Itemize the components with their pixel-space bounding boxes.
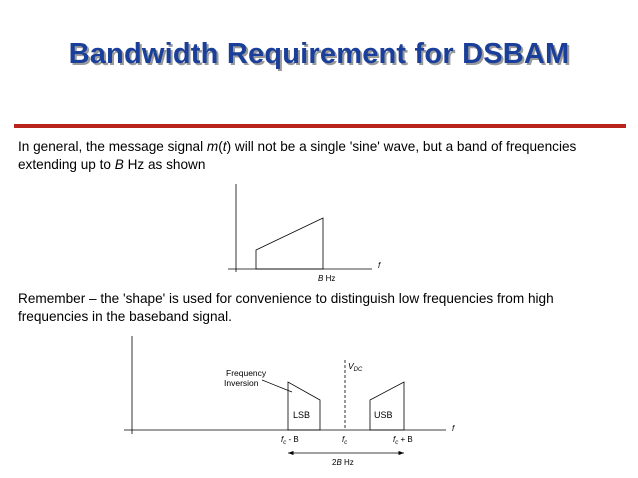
p1-m: m — [206, 139, 219, 154]
d2-usb-label: USB — [374, 410, 393, 420]
p1-t: t — [222, 139, 227, 154]
paragraph-message-signal: In general, the message signal m(t) will… — [18, 138, 624, 174]
title-divider — [14, 124, 626, 128]
d2-fc-label: fc — [342, 435, 347, 446]
d1-spectrum-shape — [255, 217, 324, 270]
d2-bandwidth-label: 2B Hz — [332, 458, 354, 467]
p1-paren-close: ) — [226, 139, 232, 154]
d2-lsb-label: LSB — [293, 410, 310, 420]
p1-line2: extending up to B Hz as shown — [18, 156, 624, 174]
d2-usb-shape — [369, 381, 405, 431]
d2-fc-minus-b-label: fc - B — [281, 435, 299, 446]
p1-line2-post: Hz as shown — [123, 157, 206, 172]
d1-bhz-label: B Hz — [318, 274, 335, 283]
baseband-spectrum-diagram: f B Hz — [228, 184, 381, 283]
d1-f-label: f — [378, 261, 381, 270]
d2-f-label: f — [452, 424, 455, 433]
d2-lsb-shape — [287, 381, 321, 431]
d2-fc-plus-b-label: fc + B — [393, 435, 413, 446]
paragraph-remember: Remember – the 'shape' is used for conve… — [18, 291, 554, 324]
p1-text-mid: will not be a single 'sine' wave, but a … — [231, 139, 577, 154]
d2-vdc-label: VDC — [348, 361, 363, 373]
p1-line2-pre: extending up to — [18, 157, 115, 172]
p1-B: B — [114, 157, 124, 172]
slide-title: Bandwidth Requirement for DSBAM — [68, 38, 570, 70]
p1-text-pre: In general, the message signal — [18, 139, 207, 154]
d2-inversion-pointer — [261, 379, 293, 393]
p1-paren-open: ( — [218, 139, 223, 154]
